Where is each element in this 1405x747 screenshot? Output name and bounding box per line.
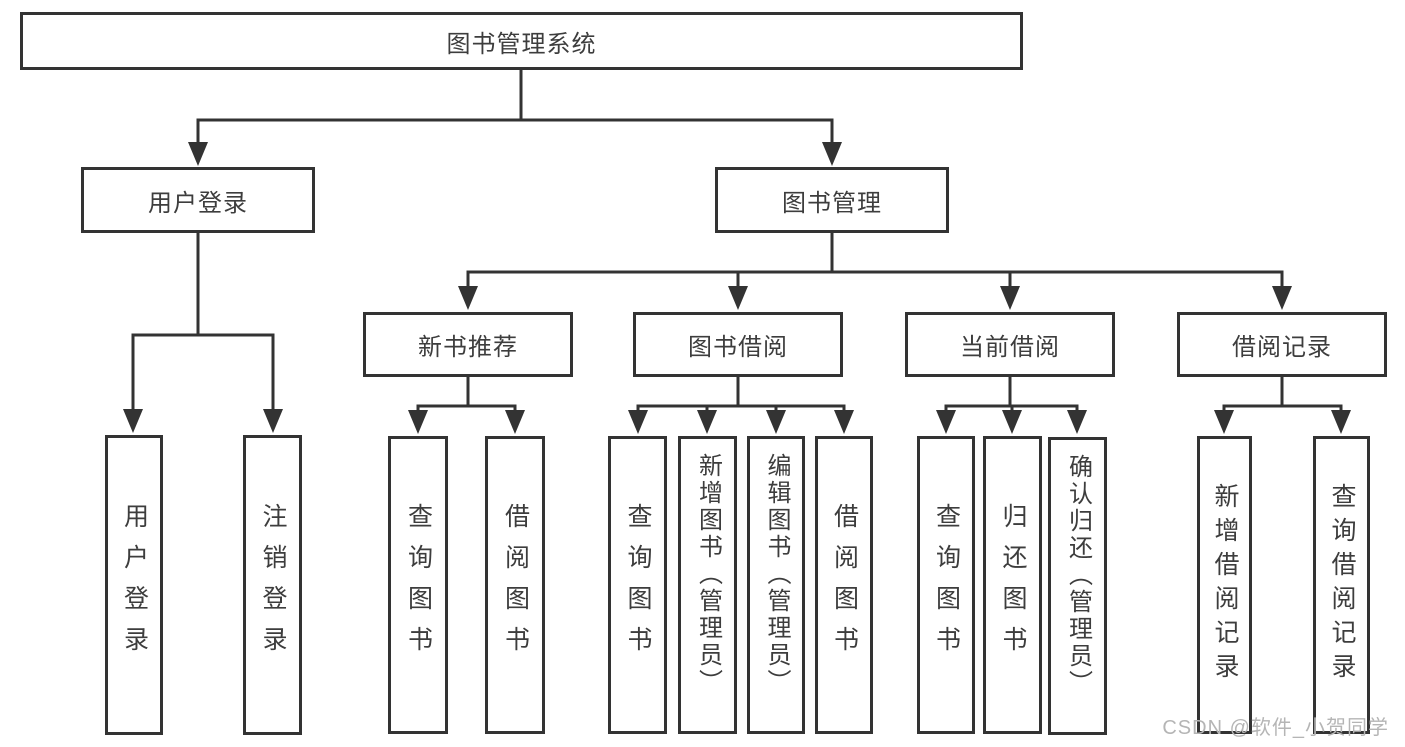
leaf-logout-label: 注销登录 <box>259 503 287 667</box>
node-new-book-recommend: 新书推荐 <box>363 312 573 377</box>
node-new-book-recommend-label: 新书推荐 <box>418 334 518 361</box>
leaf-borrow-query-books: 查询图书 <box>608 436 667 734</box>
node-library-system-root-label: 图书管理系统 <box>446 30 597 58</box>
node-book-borrow: 图书借阅 <box>633 312 843 377</box>
leaf-newbook-borrow-books-label: 借阅图书 <box>501 503 530 667</box>
leaf-current-return-books-label: 归还图书 <box>999 503 1027 667</box>
leaf-current-confirm-return-admin: 确认归还（管理员） <box>1048 437 1107 735</box>
leaf-user-login-label: 用户登录 <box>120 503 149 667</box>
leaf-record-query: 查询借阅记录 <box>1313 436 1370 734</box>
leaf-borrow-edit-books-admin-label: 编辑图书（管理员） <box>763 453 790 696</box>
leaf-record-add: 新增借阅记录 <box>1197 436 1252 734</box>
leaf-record-add-label: 新增借阅记录 <box>1211 483 1239 687</box>
node-borrow-record: 借阅记录 <box>1177 312 1387 377</box>
node-user-login-label: 用户登录 <box>148 189 248 217</box>
leaf-newbook-query-books-label: 查询图书 <box>404 503 433 667</box>
leaf-borrow-query-books-label: 查询图书 <box>624 503 652 667</box>
leaf-record-query-label: 查询借阅记录 <box>1328 483 1356 687</box>
leaf-borrow-borrow-books-label: 借阅图书 <box>830 503 859 667</box>
node-book-management: 图书管理 <box>715 167 949 233</box>
leaf-borrow-add-books-admin-label: 新增图书（管理员） <box>694 453 722 696</box>
leaf-borrow-add-books-admin: 新增图书（管理员） <box>678 436 737 734</box>
leaf-current-return-books: 归还图书 <box>983 436 1042 734</box>
leaf-user-login: 用户登录 <box>105 435 163 735</box>
node-user-login: 用户登录 <box>81 167 315 233</box>
leaf-logout: 注销登录 <box>243 435 302 735</box>
node-borrow-record-label: 借阅记录 <box>1232 334 1332 361</box>
node-book-management-label: 图书管理 <box>782 189 882 217</box>
leaf-current-query-books: 查询图书 <box>917 436 975 734</box>
leaf-current-query-books-label: 查询图书 <box>932 503 961 667</box>
leaf-borrow-edit-books-admin: 编辑图书（管理员） <box>747 436 805 734</box>
node-book-borrow-label: 图书借阅 <box>688 334 788 361</box>
leaf-current-confirm-return-admin-label: 确认归还（管理员） <box>1064 454 1092 697</box>
node-library-system-root: 图书管理系统 <box>20 12 1023 70</box>
csdn-watermark: CSDN @软件_小贺同学 <box>1162 717 1389 739</box>
node-current-borrow-label: 当前借阅 <box>960 334 1060 361</box>
node-current-borrow: 当前借阅 <box>905 312 1115 377</box>
leaf-newbook-query-books: 查询图书 <box>388 436 448 734</box>
leaf-newbook-borrow-books: 借阅图书 <box>485 436 545 734</box>
leaf-borrow-borrow-books: 借阅图书 <box>815 436 873 734</box>
